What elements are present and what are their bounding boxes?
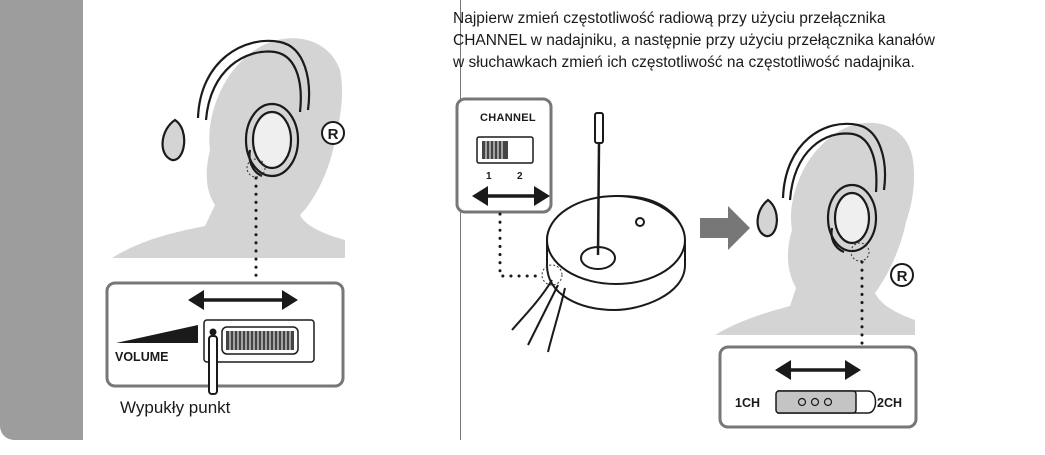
right-marker-text-right: R [897, 268, 908, 285]
instruction-line-1: Najpierw zmień częstotliwość radiową prz… [453, 10, 886, 27]
channel-1-label: 1 [486, 171, 492, 182]
transmitter-cables [511, 279, 566, 353]
raised-dot-caption: Wypukły punkt [120, 398, 231, 417]
volume-wheel [203, 319, 315, 363]
transmitter-antenna [594, 112, 604, 256]
instruction-line-3: w słuchawkach zmień ich częstotliwość na… [453, 54, 915, 71]
label-1ch: 1CH [735, 396, 761, 410]
column-divider [460, 0, 461, 440]
head-silhouette-right [715, 122, 915, 336]
channel-switch-highlight [541, 264, 563, 286]
right-marker-text-left: R [328, 126, 339, 143]
volume-wedge-icon [116, 325, 198, 343]
channel-label: CHANNEL [480, 112, 536, 124]
headphones-left [161, 39, 311, 178]
raised-dot-pointer [208, 335, 218, 395]
channel-switch-highlight-right [850, 242, 870, 262]
next-step-arrow-icon [700, 206, 750, 250]
transmitter-base [546, 194, 686, 312]
channel-selector-switch [775, 390, 877, 414]
right-marker-right: R [890, 263, 914, 287]
head-silhouette-left [112, 38, 345, 259]
instruction-text: Najpierw zmień częstotliwość radiową prz… [453, 8, 1038, 74]
channel-switch [476, 136, 534, 164]
dotted-leader-transmitter [498, 212, 542, 278]
instruction-line-2: CHANNEL w nadajniku, a następnie przy uż… [453, 32, 935, 49]
section-tab [0, 0, 83, 440]
volume-direction-arrow [188, 290, 298, 310]
volume-label: VOLUME [115, 350, 169, 364]
channel-selector-frame [718, 345, 918, 429]
channel-selector-arrow [775, 360, 861, 380]
channel-2-label: 2 [517, 171, 523, 182]
label-2ch: 2CH [877, 396, 903, 410]
raised-dot-highlight-left [246, 158, 266, 178]
channel-direction-arrow [472, 186, 550, 206]
headphones-right [756, 122, 887, 254]
right-marker-left: R [321, 121, 345, 145]
